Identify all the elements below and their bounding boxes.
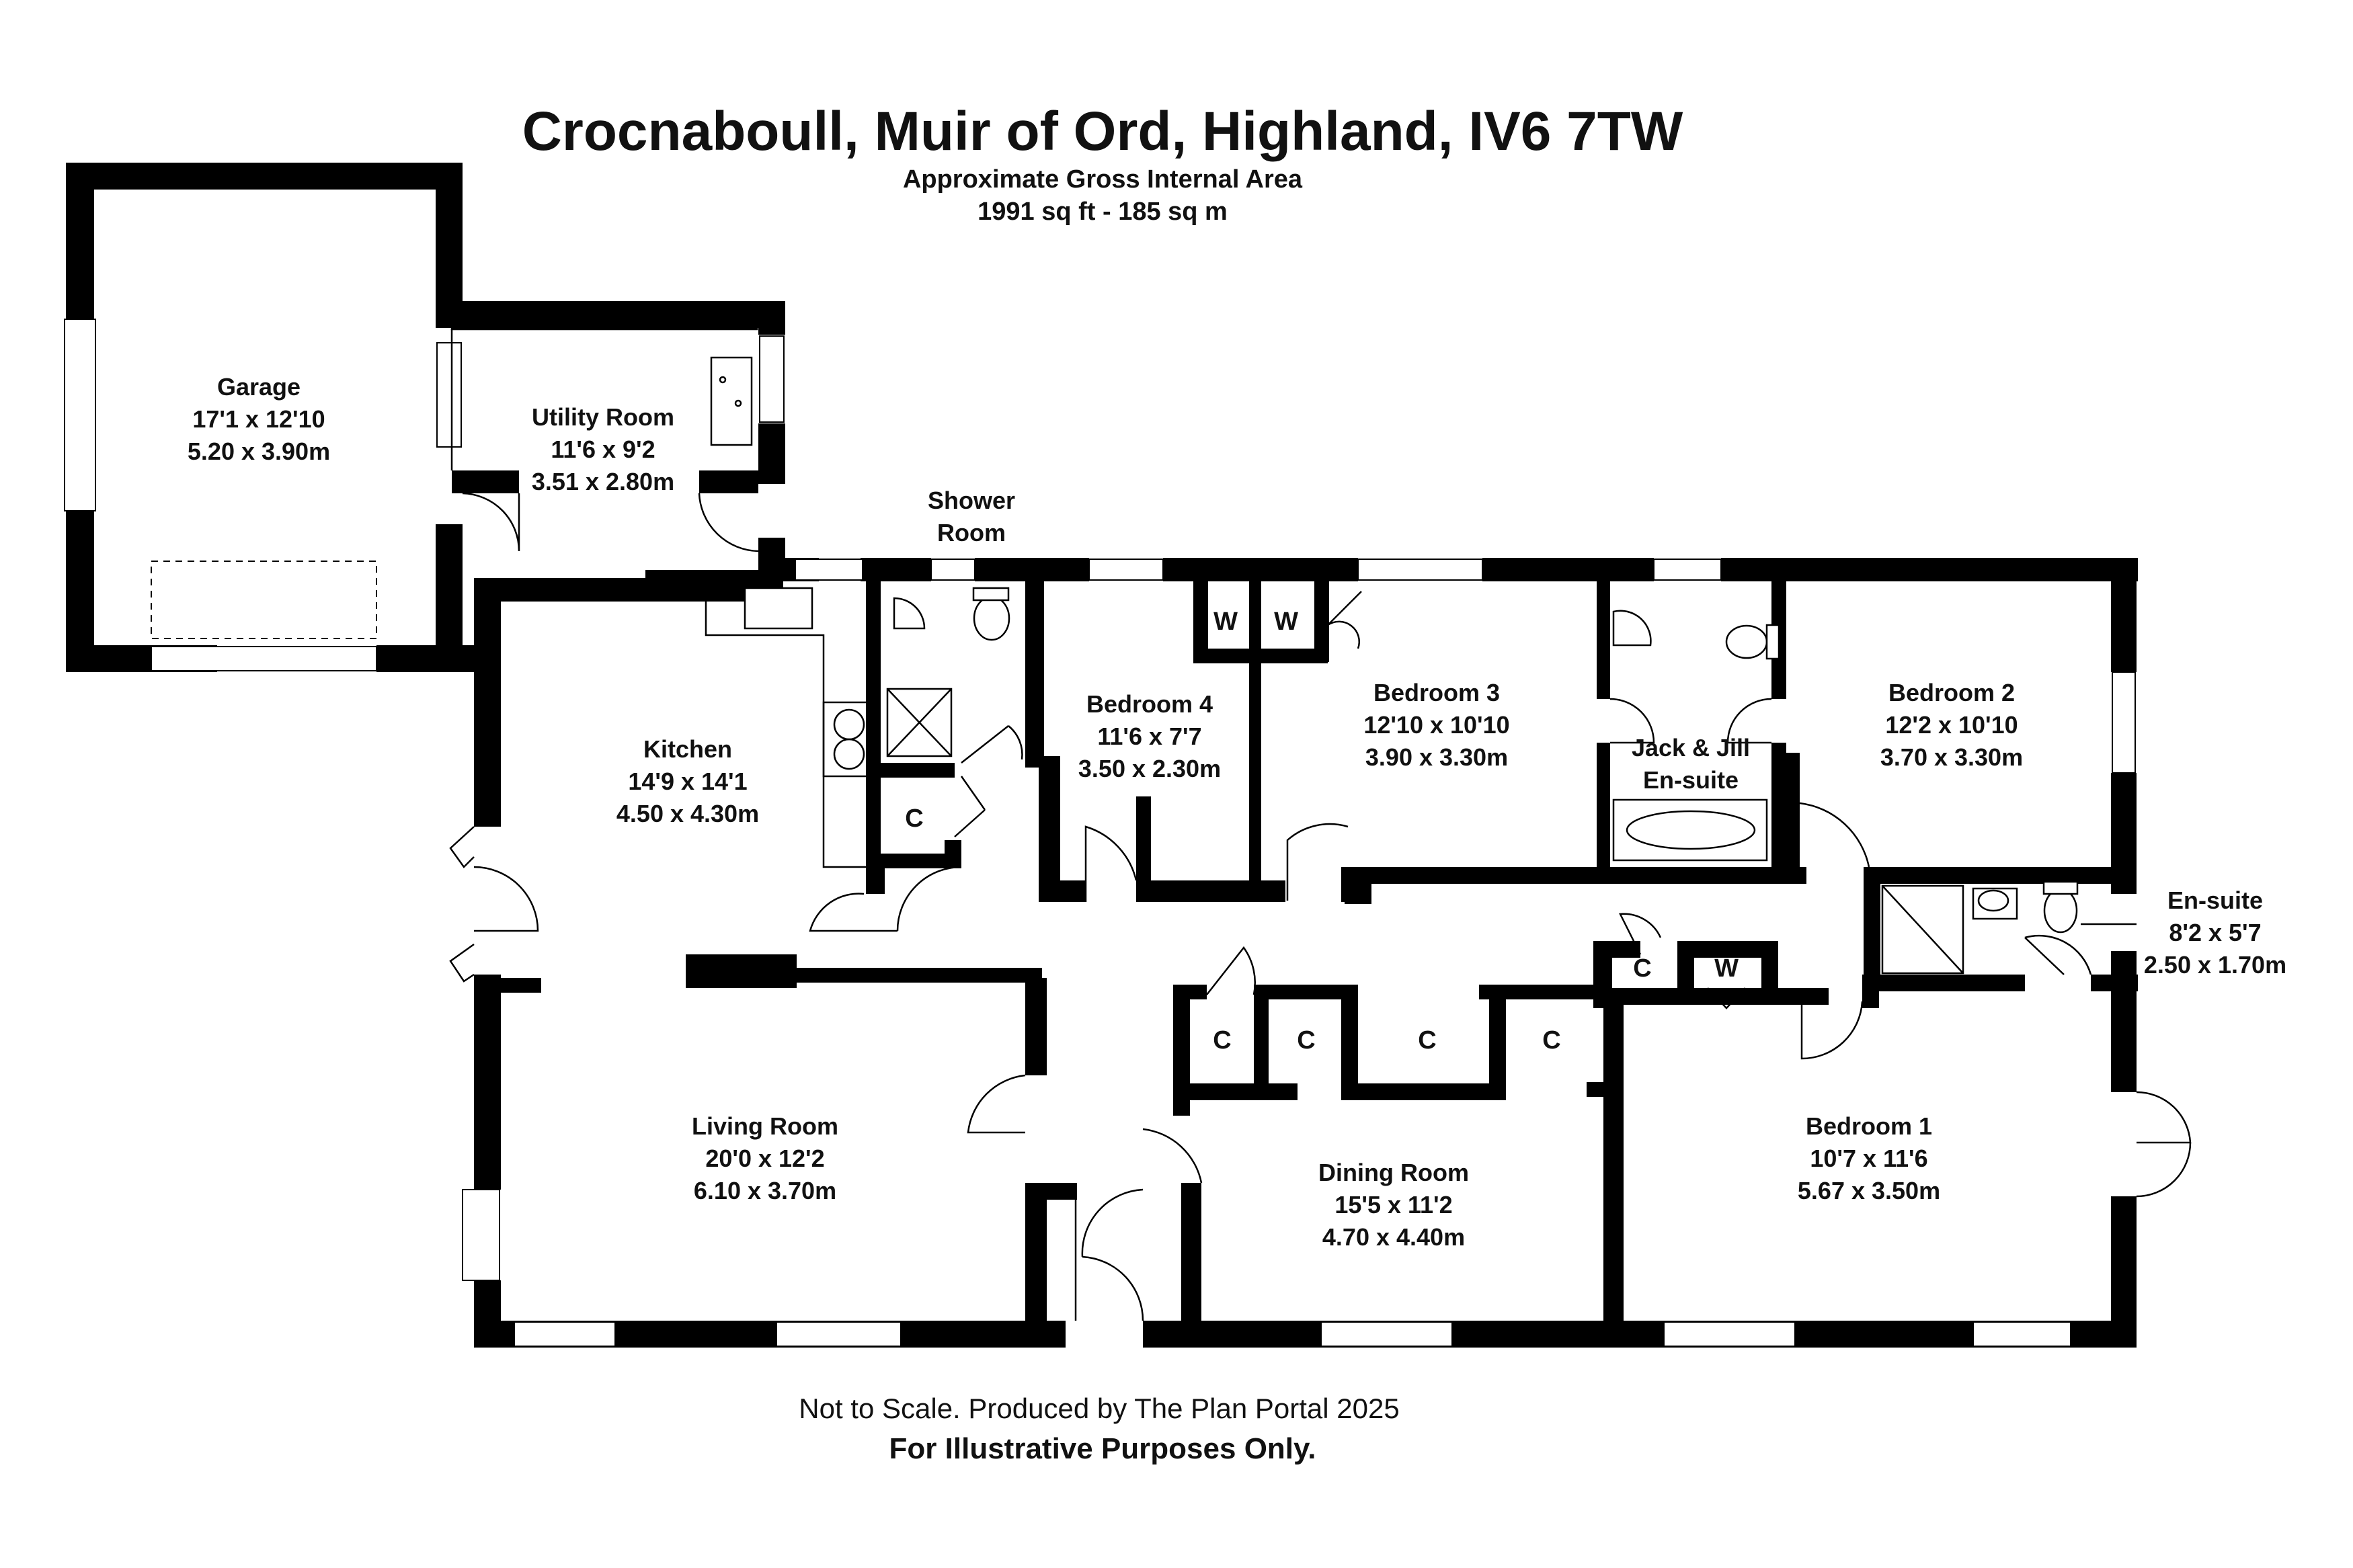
room-size-metric: 3.50 x 2.30m <box>1078 755 1221 782</box>
footer-disclaimer: For Illustrative Purposes Only. <box>889 1432 1316 1465</box>
room-size-metric: 4.70 x 4.40m <box>1322 1223 1465 1251</box>
room-size-metric: 5.67 x 3.50m <box>1798 1177 1940 1204</box>
room-name-line2: Room <box>937 519 1006 546</box>
cupboard-label: C <box>1633 954 1651 983</box>
room-kitchen: Kitchen 14'9 x 14'1 4.50 x 4.30m <box>616 735 759 827</box>
room-garage: Garage 17'1 x 12'10 5.20 x 3.90m <box>188 373 330 465</box>
footer-note: Not to Scale. Produced by The Plan Porta… <box>799 1393 1399 1424</box>
room-size-imperial: 14'9 x 14'1 <box>628 768 747 795</box>
room-name: Garage <box>217 373 301 401</box>
room-name: Living Room <box>692 1112 838 1140</box>
cupboard-label: C <box>1542 1026 1560 1055</box>
cupboard-label: C <box>1418 1026 1436 1055</box>
room-name-line1: Shower <box>928 487 1015 514</box>
room-size-metric: 6.10 x 3.70m <box>694 1177 836 1204</box>
room-size-metric: 3.51 x 2.80m <box>532 468 674 495</box>
room-name: Bedroom 3 <box>1373 679 1500 706</box>
room-size-metric: 4.50 x 4.30m <box>616 800 759 827</box>
room-name-line1: Jack & Jill <box>1632 734 1750 761</box>
room-bedroom-3: Bedroom 3 12'10 x 10'10 3.90 x 3.30m <box>1363 679 1509 771</box>
room-shower: Shower Room <box>928 487 1015 546</box>
cupboard-label: C <box>905 804 923 833</box>
room-utility: Utility Room 11'6 x 9'2 3.51 x 2.80m <box>532 403 674 495</box>
room-size-imperial: 10'7 x 11'6 <box>1810 1145 1927 1172</box>
room-bedroom-1: Bedroom 1 10'7 x 11'6 5.67 x 3.50m <box>1798 1112 1940 1204</box>
room-name: Utility Room <box>532 403 674 431</box>
wardrobe-label: W <box>1714 954 1739 983</box>
room-bedroom-4: Bedroom 4 11'6 x 7'7 3.50 x 2.30m <box>1078 690 1221 782</box>
storage-labels: C W W C W C C C C <box>905 608 1739 1055</box>
room-size-imperial: 12'10 x 10'10 <box>1363 711 1509 739</box>
cupboard-label: C <box>1213 1026 1231 1055</box>
room-bedroom-2: Bedroom 2 12'2 x 10'10 3.70 x 3.30m <box>1880 679 2023 771</box>
house-walls <box>449 558 2192 1348</box>
wardrobe-label: W <box>1274 608 1298 636</box>
room-name: Dining Room <box>1318 1159 1469 1186</box>
room-size-imperial: 17'1 x 12'10 <box>192 405 325 433</box>
room-size-metric: 3.70 x 3.30m <box>1880 743 2023 771</box>
room-size-imperial: 11'6 x 9'2 <box>551 436 655 463</box>
plan-title: Crocnaboull, Muir of Ord, Highland, IV6 … <box>522 101 1683 162</box>
interior-walls <box>501 581 2138 1348</box>
room-dining: Dining Room 15'5 x 11'2 4.70 x 4.40m <box>1318 1159 1469 1251</box>
plan-subtitle: Approximate Gross Internal Area <box>903 165 1303 194</box>
room-name-line2: En-suite <box>1643 766 1739 794</box>
room-size-metric: 2.50 x 1.70m <box>2144 951 2286 979</box>
room-size-imperial: 8'2 x 5'7 <box>2169 919 2261 946</box>
room-name: Kitchen <box>643 735 732 763</box>
room-size-metric: 5.20 x 3.90m <box>188 438 330 465</box>
room-en-suite: En-suite 8'2 x 5'7 2.50 x 1.70m <box>2144 886 2286 979</box>
garage-walls <box>64 163 476 672</box>
room-size-imperial: 15'5 x 11'2 <box>1334 1191 1452 1219</box>
room-size-imperial: 11'6 x 7'7 <box>1097 723 1201 750</box>
room-name: Bedroom 4 <box>1086 690 1213 718</box>
room-jack-and-jill-en-suite: Jack & Jill En-suite <box>1632 734 1750 794</box>
room-name: En-suite <box>2167 886 2263 914</box>
room-living: Living Room 20'0 x 12'2 6.10 x 3.70m <box>692 1112 838 1204</box>
room-name: Bedroom 2 <box>1888 679 2015 706</box>
utility-walls <box>436 301 785 578</box>
room-size-imperial: 20'0 x 12'2 <box>705 1145 824 1172</box>
plan-area: 1991 sq ft - 185 sq m <box>978 198 1228 226</box>
wardrobe-label: W <box>1213 608 1238 636</box>
room-size-metric: 3.90 x 3.30m <box>1365 743 1508 771</box>
room-size-imperial: 12'2 x 10'10 <box>1885 711 2018 739</box>
room-name: Bedroom 1 <box>1806 1112 1932 1140</box>
cupboard-label: C <box>1297 1026 1315 1055</box>
